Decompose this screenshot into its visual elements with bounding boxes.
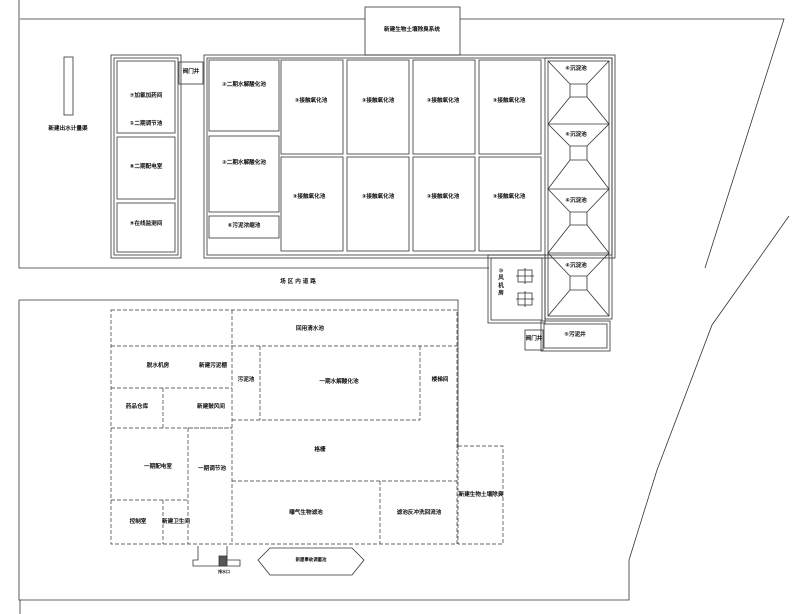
flow-meter-box [63, 56, 74, 116]
valve-well-1-label: 阀门井 [182, 69, 200, 76]
hydrolysis-b-label: ②二期水解酸化池 [222, 160, 266, 167]
distrib-room-1-label: 一期配电室 [144, 464, 172, 471]
contact-oxid-label-4: ③接触氧化池 [492, 98, 526, 105]
sediment-label-2: ④沉淀池 [565, 132, 587, 139]
bottom-complex-outline [110, 309, 458, 545]
sediment-column [544, 57, 613, 320]
valve-well-2-label: 阀门井 [525, 336, 543, 343]
control-room-label: 控制室 [129, 519, 147, 526]
bio-deodor-top-label: 新建生物土壤除臭系统 [384, 27, 440, 34]
valve-well-1-box [178, 61, 204, 85]
sediment-label-1: ④沉淀池 [565, 66, 587, 73]
contact-oxid-label-7: ③接触氧化池 [426, 194, 460, 201]
new-fan-room-label: 新建鼓风间 [197, 404, 225, 411]
sludge-well-box [540, 320, 611, 352]
sludge-pool-label: 污泥池 [237, 377, 255, 384]
flow-meter-label: 新建出水计量渠 [48, 126, 88, 133]
sediment-label-3: ④沉淀池 [565, 198, 587, 205]
contact-oxid-label-6: ③接触氧化池 [361, 194, 395, 201]
distrib-room-2-label: ⑧二期配电室 [129, 164, 163, 171]
sediment-label-4: ④沉淀池 [565, 263, 587, 270]
stair-room-label: 楼梯间 [431, 377, 449, 384]
contact-oxid-label-8: ③接触氧化池 [492, 194, 526, 201]
bio-deodor-right-label: 新建生物土壤除臭 [458, 492, 504, 499]
dosing-room-label: ⑦加氯加药间 [129, 93, 163, 100]
aerobic-filter-label: 曝气生物滤池 [289, 510, 323, 517]
sludge-thick-label: ⑥污泥浓缩池 [227, 223, 261, 230]
contact-oxid-label-3: ③接触氧化池 [426, 98, 460, 105]
left-column-outer [110, 54, 182, 259]
site-boundary-right [20, 18, 785, 269]
valve-well-2-box [524, 329, 544, 351]
outlet-structure [192, 546, 241, 567]
hydrolysis-1-label: 一期水解酸化池 [319, 379, 359, 386]
sludge-well-label: ⑤污泥井 [564, 332, 586, 339]
deodor-right-box [457, 445, 504, 545]
monitor-room-label: ⑨在线监测间 [129, 221, 163, 228]
hydrolysis-a-label: ②二期水解酸化池 [222, 82, 266, 89]
reg-tank-1-label: 一期调节池 [198, 466, 226, 473]
ellipse-tank [257, 547, 365, 576]
blower-room-label: ⑩风机房 [498, 268, 504, 297]
site-boundary-top [18, 0, 489, 269]
new-toilet-label: 新建卫生间 [162, 519, 190, 526]
dewater-room-label: 脱水机房 [146, 363, 170, 370]
contact-oxid-label-2: ③接触氧化池 [361, 98, 395, 105]
reuse-pool-label: 回用清水池 [296, 326, 324, 333]
site-boundary-mid [19, 299, 459, 447]
contact-oxid-label-1: ③接触氧化池 [294, 98, 328, 105]
ellipse-tank-label: 新建事故调蓄池 [295, 557, 327, 563]
new-sludge-shed-label: 新建污泥棚 [199, 363, 227, 370]
main-block-outer [203, 54, 616, 259]
grating-label: 格栅 [314, 447, 326, 454]
filter-backwash-label: 滤池反冲洗回流池 [396, 510, 442, 517]
blower-room-box [487, 254, 546, 324]
reg-tank-2-label: ①二期调节池 [129, 121, 163, 128]
contact-oxid-label-5: ③接触氧化池 [292, 194, 326, 201]
spare-room-label: 药品仓库 [125, 404, 149, 411]
outlet-well-label: 排水口 [218, 569, 230, 574]
road-label: 场 区 内 道 路 [280, 279, 316, 286]
site-boundary-lower [18, 215, 790, 601]
